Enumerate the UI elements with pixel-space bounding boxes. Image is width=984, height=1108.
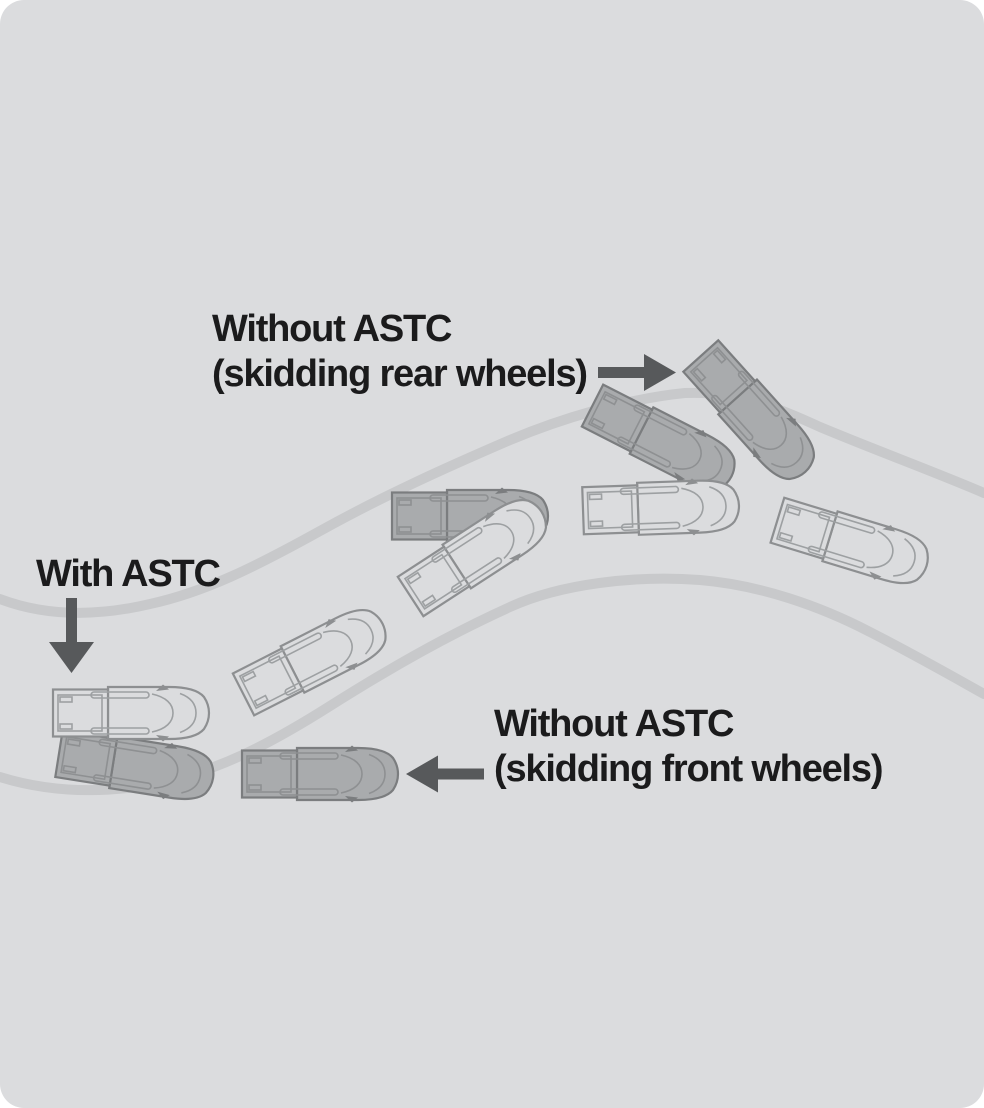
label-without-astc-rear-line1: Without ASTC — [212, 308, 452, 350]
truck-front-skid-result-dark — [242, 745, 398, 803]
label-with-astc-text: With ASTC — [36, 553, 221, 595]
label-with-astc: With ASTC — [36, 552, 221, 597]
truck-astc-2-light — [230, 598, 396, 720]
label-without-astc-front-line2: (skidding front wheels) — [494, 748, 884, 790]
truck-astc-1-light — [53, 684, 209, 742]
label-without-astc-rear-line2: (skidding rear wheels) — [212, 353, 588, 395]
label-without-astc-rear: Without ASTC (skidding rear wheels) — [212, 307, 588, 397]
down-arrow-icon — [49, 598, 94, 673]
road-edge-upper — [0, 387, 984, 618]
left-arrow-icon — [406, 755, 484, 793]
label-without-astc-front-line1: Without ASTC — [494, 703, 734, 745]
truck-astc-5-light — [769, 492, 935, 594]
label-without-astc-front: Without ASTC (skidding front wheels) — [494, 702, 884, 792]
right-arrow-icon — [598, 354, 676, 391]
truck-astc-4-light — [582, 476, 740, 540]
